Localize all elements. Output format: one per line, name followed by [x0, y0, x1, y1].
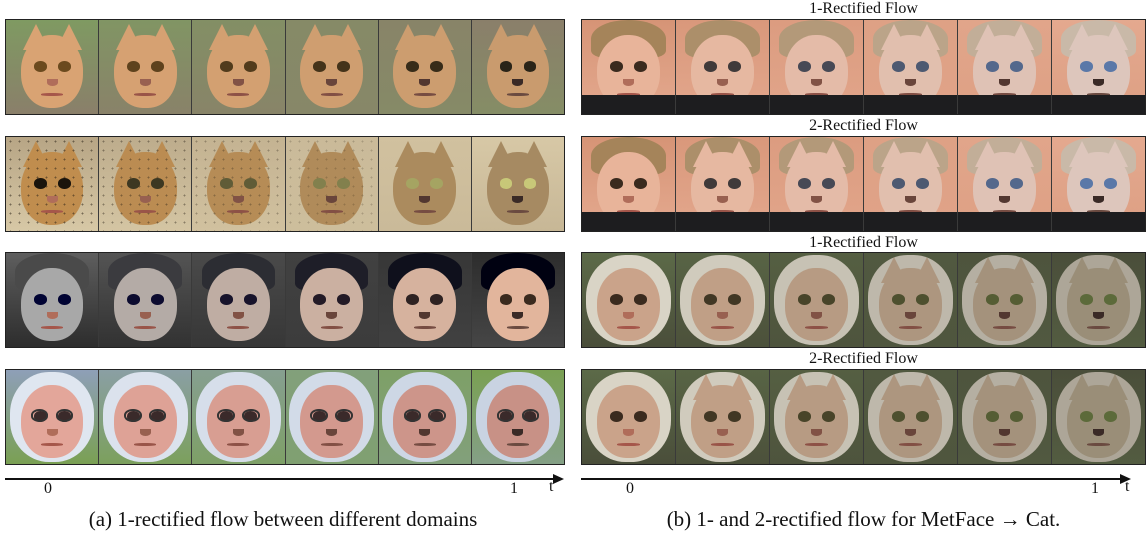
image-strip-b-row-4: [581, 369, 1146, 465]
image-frame: [378, 370, 472, 464]
tick-label-0-a: 0: [44, 480, 52, 497]
image-frame: [471, 137, 564, 231]
image-frame: [676, 20, 770, 114]
image-frame: [958, 253, 1052, 347]
image-frame: [285, 20, 379, 114]
image-frame: [192, 20, 286, 114]
image-frame: [1052, 253, 1145, 347]
image-frame: [99, 253, 193, 347]
image-frame: [958, 20, 1052, 114]
axis-label-t-b: t: [1125, 478, 1130, 495]
image-strip-a-row-3: [5, 252, 565, 348]
image-strip-a-row-1: [5, 19, 565, 115]
caption-a: (a) 1-rectified flow between different d…: [88, 507, 478, 531]
image-frame: [6, 370, 100, 464]
image-frame: [471, 253, 564, 347]
image-frame: [99, 137, 193, 231]
time-axis-arrowhead-a: [553, 474, 564, 484]
image-frame: [378, 253, 472, 347]
image-frame: [582, 253, 676, 347]
image-frame: [582, 20, 676, 114]
image-frame: [676, 370, 770, 464]
caption-b: (b) 1- and 2-rectified flow for MetFace …: [666, 507, 1061, 531]
image-frame: [99, 20, 193, 114]
image-frame: [471, 20, 564, 114]
image-frame: [1052, 370, 1145, 464]
time-axis-a: [5, 478, 554, 480]
image-frame: [1052, 137, 1145, 231]
image-frame: [6, 253, 100, 347]
row-label-b-4: 2-Rectified Flow: [809, 350, 918, 367]
image-frame: [582, 137, 676, 231]
image-frame: [285, 370, 379, 464]
image-frame: [6, 137, 100, 231]
image-frame: [770, 137, 864, 231]
image-frame: [285, 137, 379, 231]
image-frame: [958, 370, 1052, 464]
tick-label-1-a: 1: [510, 480, 518, 497]
image-frame: [958, 137, 1052, 231]
image-frame: [770, 20, 864, 114]
tick-label-1-b: 1: [1091, 480, 1099, 497]
image-frame: [770, 370, 864, 464]
image-frame: [864, 253, 958, 347]
image-frame: [192, 370, 286, 464]
image-strip-b-row-3: [581, 252, 1146, 348]
image-strip-b-row-1: [581, 19, 1146, 115]
row-label-b-1: 1-Rectified Flow: [809, 0, 918, 17]
image-frame: [378, 20, 472, 114]
image-frame: [285, 253, 379, 347]
image-frame: [770, 253, 864, 347]
image-strip-a-row-4: [5, 369, 565, 465]
image-frame: [582, 370, 676, 464]
image-strip-a-row-2: [5, 136, 565, 232]
image-frame: [864, 137, 958, 231]
row-label-b-3: 1-Rectified Flow: [809, 234, 918, 251]
image-frame: [378, 137, 472, 231]
time-axis-b: [581, 478, 1121, 480]
row-label-b-2: 2-Rectified Flow: [809, 117, 918, 134]
image-frame: [676, 253, 770, 347]
image-frame: [192, 137, 286, 231]
image-frame: [6, 20, 100, 114]
image-frame: [99, 370, 193, 464]
image-frame: [864, 370, 958, 464]
time-axis-arrowhead-b: [1120, 474, 1131, 484]
image-frame: [192, 253, 286, 347]
image-frame: [676, 137, 770, 231]
tick-label-0-b: 0: [626, 480, 634, 497]
image-frame: [864, 20, 958, 114]
image-strip-b-row-2: [581, 136, 1146, 232]
image-frame: [1052, 20, 1145, 114]
image-frame: [471, 370, 564, 464]
axis-label-t-a: t: [549, 478, 554, 495]
